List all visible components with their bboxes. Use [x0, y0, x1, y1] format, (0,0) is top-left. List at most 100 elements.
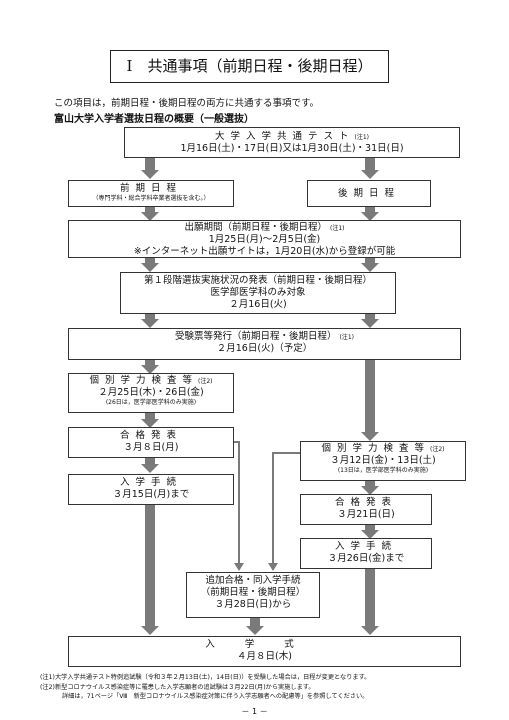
arrow: [365, 481, 375, 486]
kouki-pass-date: ３月21日(日): [337, 508, 395, 520]
ceremony-box: 入学式 ４月８日(木): [68, 636, 461, 667]
connector-line: [272, 452, 300, 454]
arrow: [145, 207, 155, 212]
arrow-head: [246, 626, 264, 635]
kouki-box: 後期日程: [307, 180, 431, 207]
first-stage-date: ２月16日(火): [229, 298, 287, 310]
kouki-exam-box: 個別学力検査等(注2) ３月12日(金)・13日(土) (13日は，医学部医学科…: [300, 441, 466, 481]
arrow: [365, 360, 375, 432]
additional-line1: 追加合格・同入学手続: [205, 575, 301, 586]
arrow: [365, 158, 375, 170]
page-number: － 1 －: [241, 707, 268, 716]
zenki-pass-box: 合格発表 ３月８日(月): [68, 427, 234, 458]
zenki-exam-dates: ２月25日(木)・26日(金): [98, 386, 204, 398]
ticket-date: ２月16日(火)（予定）: [216, 342, 313, 354]
arrow-head: [141, 419, 159, 428]
zenki-exam-sub: (26日は，医学部医学科のみ実施): [105, 398, 197, 406]
ticket-title: 受験票等発行（前期日程・後期日程）: [174, 331, 337, 342]
arrow: [365, 258, 375, 263]
section-title-box: Ⅰ 共通事項（前期日程・後期日程）: [110, 50, 389, 83]
schedule-heading: 富山大学入学者選抜日程の概要（一般選抜）: [54, 114, 254, 125]
arrow-head: [141, 263, 159, 272]
additional-box: 追加合格・同入学手続 （前期日程・後期日程） ３月28日(日)から: [186, 572, 320, 618]
footnote-2: (注2)新型コロナウイルス感染症等に罹患した入学志願者の追試験は３月22日(月)…: [40, 683, 315, 691]
arrow-head: [268, 563, 278, 571]
arrow: [365, 525, 375, 530]
arrow-head: [141, 319, 159, 328]
arrow: [145, 413, 155, 419]
application-box: 出願期間（前期日程・後期日程） (注1) 1月25日(月)～2月5日(金) ※イ…: [68, 220, 461, 258]
zenki-exam-title: 個別学力検査等: [89, 375, 198, 386]
intro-text: この項目は，前期日程・後期日程の両方に共通する事項です。: [54, 98, 320, 109]
zenki-pass-date: ３月８日(月): [123, 441, 179, 453]
arrow: [365, 314, 375, 319]
arrow: [145, 458, 155, 464]
arrow-head: [361, 530, 379, 539]
ceremony-title: 入学式: [205, 639, 324, 650]
arrow-head: [141, 212, 159, 221]
note-mark: (注1): [330, 225, 345, 232]
arrow-head: [361, 170, 379, 179]
application-title: 出願期間（前期日程・後期日程）: [184, 222, 327, 233]
arrow-head: [361, 263, 379, 272]
kouki-pass-title: 合格発表: [334, 497, 397, 508]
note-mark: (注2): [198, 378, 213, 385]
arrow-head: [361, 486, 379, 495]
first-stage-line1: 第１段階選抜実施状況の発表（前期日程・後期日程）: [143, 275, 372, 286]
arrow: [145, 360, 155, 365]
arrow: [145, 314, 155, 319]
first-stage-box: 第１段階選抜実施状況の発表（前期日程・後期日程） 医学部医学科のみ対象 ２月16…: [120, 272, 396, 314]
arrow-head: [361, 212, 379, 221]
zenki-enroll-title: 入学手続: [119, 477, 182, 488]
connector-line: [272, 452, 274, 563]
arrow: [365, 569, 375, 626]
arrow-head: [361, 319, 379, 328]
footnote-3: 詳細は，71ページ「Ⅷ 新型コロナウイルス感染症対策に伴う入学志願者への配慮等」…: [62, 693, 369, 701]
note-mark: (注2): [430, 446, 445, 453]
arrow-head: [141, 464, 159, 473]
zenki-pass-title: 合格発表: [119, 430, 182, 441]
arrow-head: [141, 626, 159, 635]
zenki-enroll-box: 入学手続 ３月15日(月)まで: [68, 474, 234, 505]
note-mark: (注1): [354, 134, 370, 141]
kouki-exam-title: 個別学力検査等: [321, 443, 430, 454]
zenki-exam-box: 個別学力検査等(注2) ２月25日(木)・26日(金) (26日は，医学部医学科…: [68, 373, 234, 413]
section-title: Ⅰ 共通事項（前期日程・後期日程）: [126, 57, 373, 76]
arrow-head: [361, 626, 379, 635]
common-test-title: 大学入学共通テスト: [214, 131, 355, 142]
footnote-1: (注1)大学入学共通テスト特例追試験（令和３年２月13日(土)，14日(日)）を…: [40, 674, 371, 681]
kouki-enroll-date: ３月26日(金)まで: [327, 552, 405, 564]
kouki-enroll-title: 入学手続: [334, 541, 397, 552]
note-mark: (注1): [339, 334, 355, 341]
internet-note: ※インターネット出願サイトは，1月20日(水)から登録が可能: [133, 245, 396, 257]
common-test-dates: 1月16日(土)・17日(日)又は1月30日(土)・31日(日): [180, 142, 404, 154]
application-dates: 1月25日(月)～2月5日(金): [208, 233, 321, 245]
zenki-title: 前期日程: [119, 183, 182, 194]
zenki-note: （専門学科・総合学科卒業者選抜を含む。）: [92, 194, 210, 202]
additional-date: ３月28日(日)から: [214, 598, 292, 610]
ticket-box: 受験票等発行（前期日程・後期日程） (注1) ２月16日(火)（予定）: [68, 328, 461, 360]
zenki-box: 前期日程 （専門学科・総合学科卒業者選抜を含む。）: [68, 180, 234, 207]
first-stage-line2: 医学部医学科のみ対象: [210, 286, 306, 298]
arrow-head: [361, 432, 379, 441]
arrow: [250, 618, 260, 626]
additional-line2: （前期日程・後期日程）: [200, 586, 306, 598]
arrow-head: [234, 563, 244, 571]
arrow: [145, 158, 155, 170]
arrow-head: [141, 170, 159, 179]
kouki-exam-sub: (13日は，医学部医学科のみ実施): [337, 466, 429, 474]
arrow: [145, 505, 155, 626]
zenki-enroll-date: ３月15日(月)まで: [112, 488, 190, 500]
arrow-head: [141, 365, 159, 374]
kouki-title: 後期日程: [337, 188, 400, 199]
kouki-enroll-box: 入学手続 ３月26日(金)まで: [300, 538, 432, 569]
connector-line: [238, 441, 240, 563]
ceremony-date: ４月８日(木): [237, 650, 292, 662]
arrow: [145, 258, 155, 263]
kouki-exam-dates: ３月12日(金)・13日(土): [330, 454, 436, 466]
common-test-box: 大学入学共通テスト(注1) 1月16日(土)・17日(日)又は1月30日(土)・…: [124, 127, 460, 158]
arrow: [365, 207, 375, 212]
footnotes: (注1)大学入学共通テスト特例追試験（令和３年２月13日(土)，14日(日)）を…: [40, 673, 505, 702]
connector-line: [234, 441, 240, 443]
kouki-pass-box: 合格発表 ３月21日(日): [300, 494, 432, 525]
